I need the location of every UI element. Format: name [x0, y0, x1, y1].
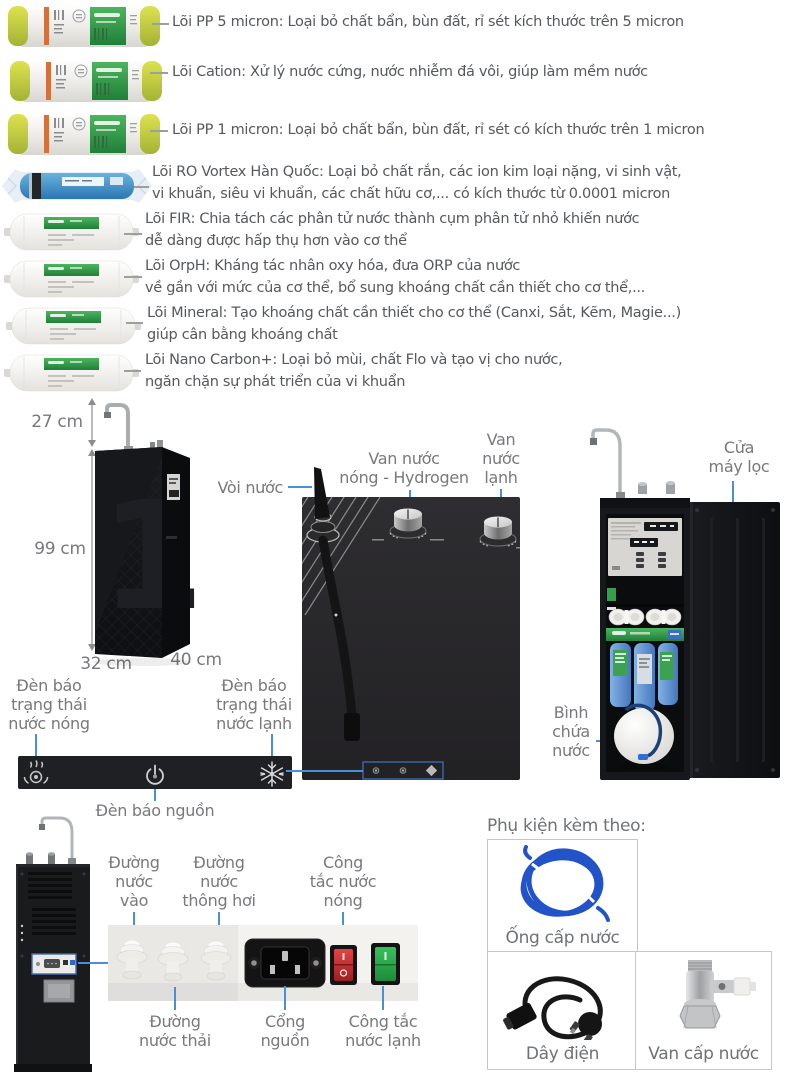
- leader-line: [150, 72, 168, 74]
- accessory-box-tube: Ống cấp nước: [487, 839, 638, 954]
- power-cord-icon: [503, 976, 603, 1040]
- filter-cartridge-pp1-image: [8, 111, 160, 157]
- indicator-callout-box: [362, 761, 444, 780]
- filter-desc-pp5: Lõi PP 5 micron: Loại bỏ chất bẩn, bùn đ…: [172, 14, 684, 30]
- power-socket-icon: [244, 938, 326, 988]
- dim-faucet-height: 27 cm: [31, 412, 83, 432]
- accessory-box-valve: Van cấp nước: [635, 951, 772, 1070]
- filter-desc-fir: Lõi FIR: Chia tách các phân tử nước thàn…: [145, 211, 640, 249]
- machine-rear-view: [14, 816, 92, 1072]
- rocker-switch-icon-hot: [330, 945, 357, 985]
- filter-nanocarbon-image: [4, 352, 139, 394]
- supply-valve-icon: [679, 960, 756, 1029]
- power-icon: [146, 764, 164, 785]
- accessory-caption-tube: Ống cấp nước: [505, 928, 620, 948]
- callout-line-power-indicator: [154, 789, 156, 801]
- power-indicator-label: Đèn báo nguồn: [95, 801, 215, 820]
- dim-arrow-99cm: [88, 449, 96, 651]
- filter-ro-image: [2, 164, 152, 208]
- machine-open-view: [590, 428, 780, 780]
- filter-cartridge-pp5-image: [8, 3, 160, 49]
- top-view-panel: [302, 467, 520, 780]
- filter-desc-cation: Lõi Cation: Xử lý nước cứng, nước nhiễm …: [172, 64, 648, 80]
- faucet-label: Vòi nước: [217, 478, 284, 497]
- filter-desc-mineral: Lõi Mineral: Tạo khoáng chất cần thiết c…: [147, 305, 681, 343]
- leader-line: [124, 233, 142, 235]
- faucet-icon: [591, 428, 622, 500]
- callout-line-drain: [174, 987, 176, 1010]
- filter-fir-image: [4, 211, 139, 253]
- filter-orph-image: [4, 258, 139, 300]
- callout-line-power-port: [284, 986, 286, 1010]
- machine-front-view: 1: [92, 403, 198, 666]
- leader-line: [124, 370, 141, 372]
- faucet-icon: [105, 403, 130, 451]
- vent-grille: [28, 872, 76, 935]
- faucet-icon: [40, 816, 74, 862]
- leader-line: [152, 23, 169, 25]
- green-sticker: [607, 588, 616, 601]
- filter-head-caps: [608, 608, 682, 626]
- connector-line-strip-to-panel: [286, 770, 363, 772]
- water-fitting-icon-inlet: [116, 939, 148, 980]
- filter-desc-nanocarbon: Lõi Nano Carbon+: Loại bỏ mùi, chất Flo …: [145, 352, 563, 390]
- callout-line-cold-indicator: [271, 734, 273, 756]
- callout-line-door: [732, 481, 734, 515]
- filter-desc-pp1: Lõi PP 1 micron: Loại bỏ chất bẩn, bùn đ…: [172, 122, 705, 138]
- filter-desc-orph: Lõi OrpH: Kháng tác nhân oxy hóa, đưa OR…: [145, 258, 646, 296]
- door-panel: [690, 502, 780, 778]
- water-fitting-icon-drain: [157, 941, 189, 982]
- leader-line: [124, 276, 142, 278]
- dim-width: 32 cm: [80, 654, 132, 674]
- water-fitting-icon-vent: [200, 940, 232, 981]
- accessory-caption-cord: Dây điện: [525, 1044, 600, 1064]
- accessory-box-cord: Dây điện: [487, 951, 638, 1070]
- snowflake-icon: [260, 761, 284, 787]
- leader-line: [150, 130, 168, 132]
- rocker-switch-icon-cold: [371, 943, 400, 985]
- leader-line: [134, 186, 149, 188]
- dim-depth: 40 cm: [170, 650, 222, 670]
- dim-arrow-27cm: [88, 398, 96, 447]
- leader-line: [126, 322, 143, 324]
- filter-desc-ro: Lõi RO Vortex Hàn Quốc: Loại bỏ chất rắn…: [152, 164, 682, 202]
- accessory-caption-valve: Van cấp nước: [648, 1044, 759, 1064]
- accessories-header: Phụ kiện kèm theo:: [487, 816, 646, 836]
- spout-icon: [314, 467, 330, 519]
- rear-panel-details: [108, 938, 418, 1001]
- filter-cartridge-cation-image: [10, 58, 162, 104]
- callout-line-cold-switch: [382, 986, 384, 1010]
- connector-line-rear-to-panel: [78, 962, 108, 964]
- hot-water-icon: [23, 760, 49, 784]
- filter-mineral-image: [6, 305, 141, 347]
- water-tube-icon: [520, 845, 610, 922]
- callout-line-faucet: [288, 486, 312, 488]
- callout-line-hot-indicator: [35, 734, 37, 756]
- dim-body-height: 99 cm: [34, 539, 86, 559]
- blue-filter-cartridges: [610, 643, 678, 711]
